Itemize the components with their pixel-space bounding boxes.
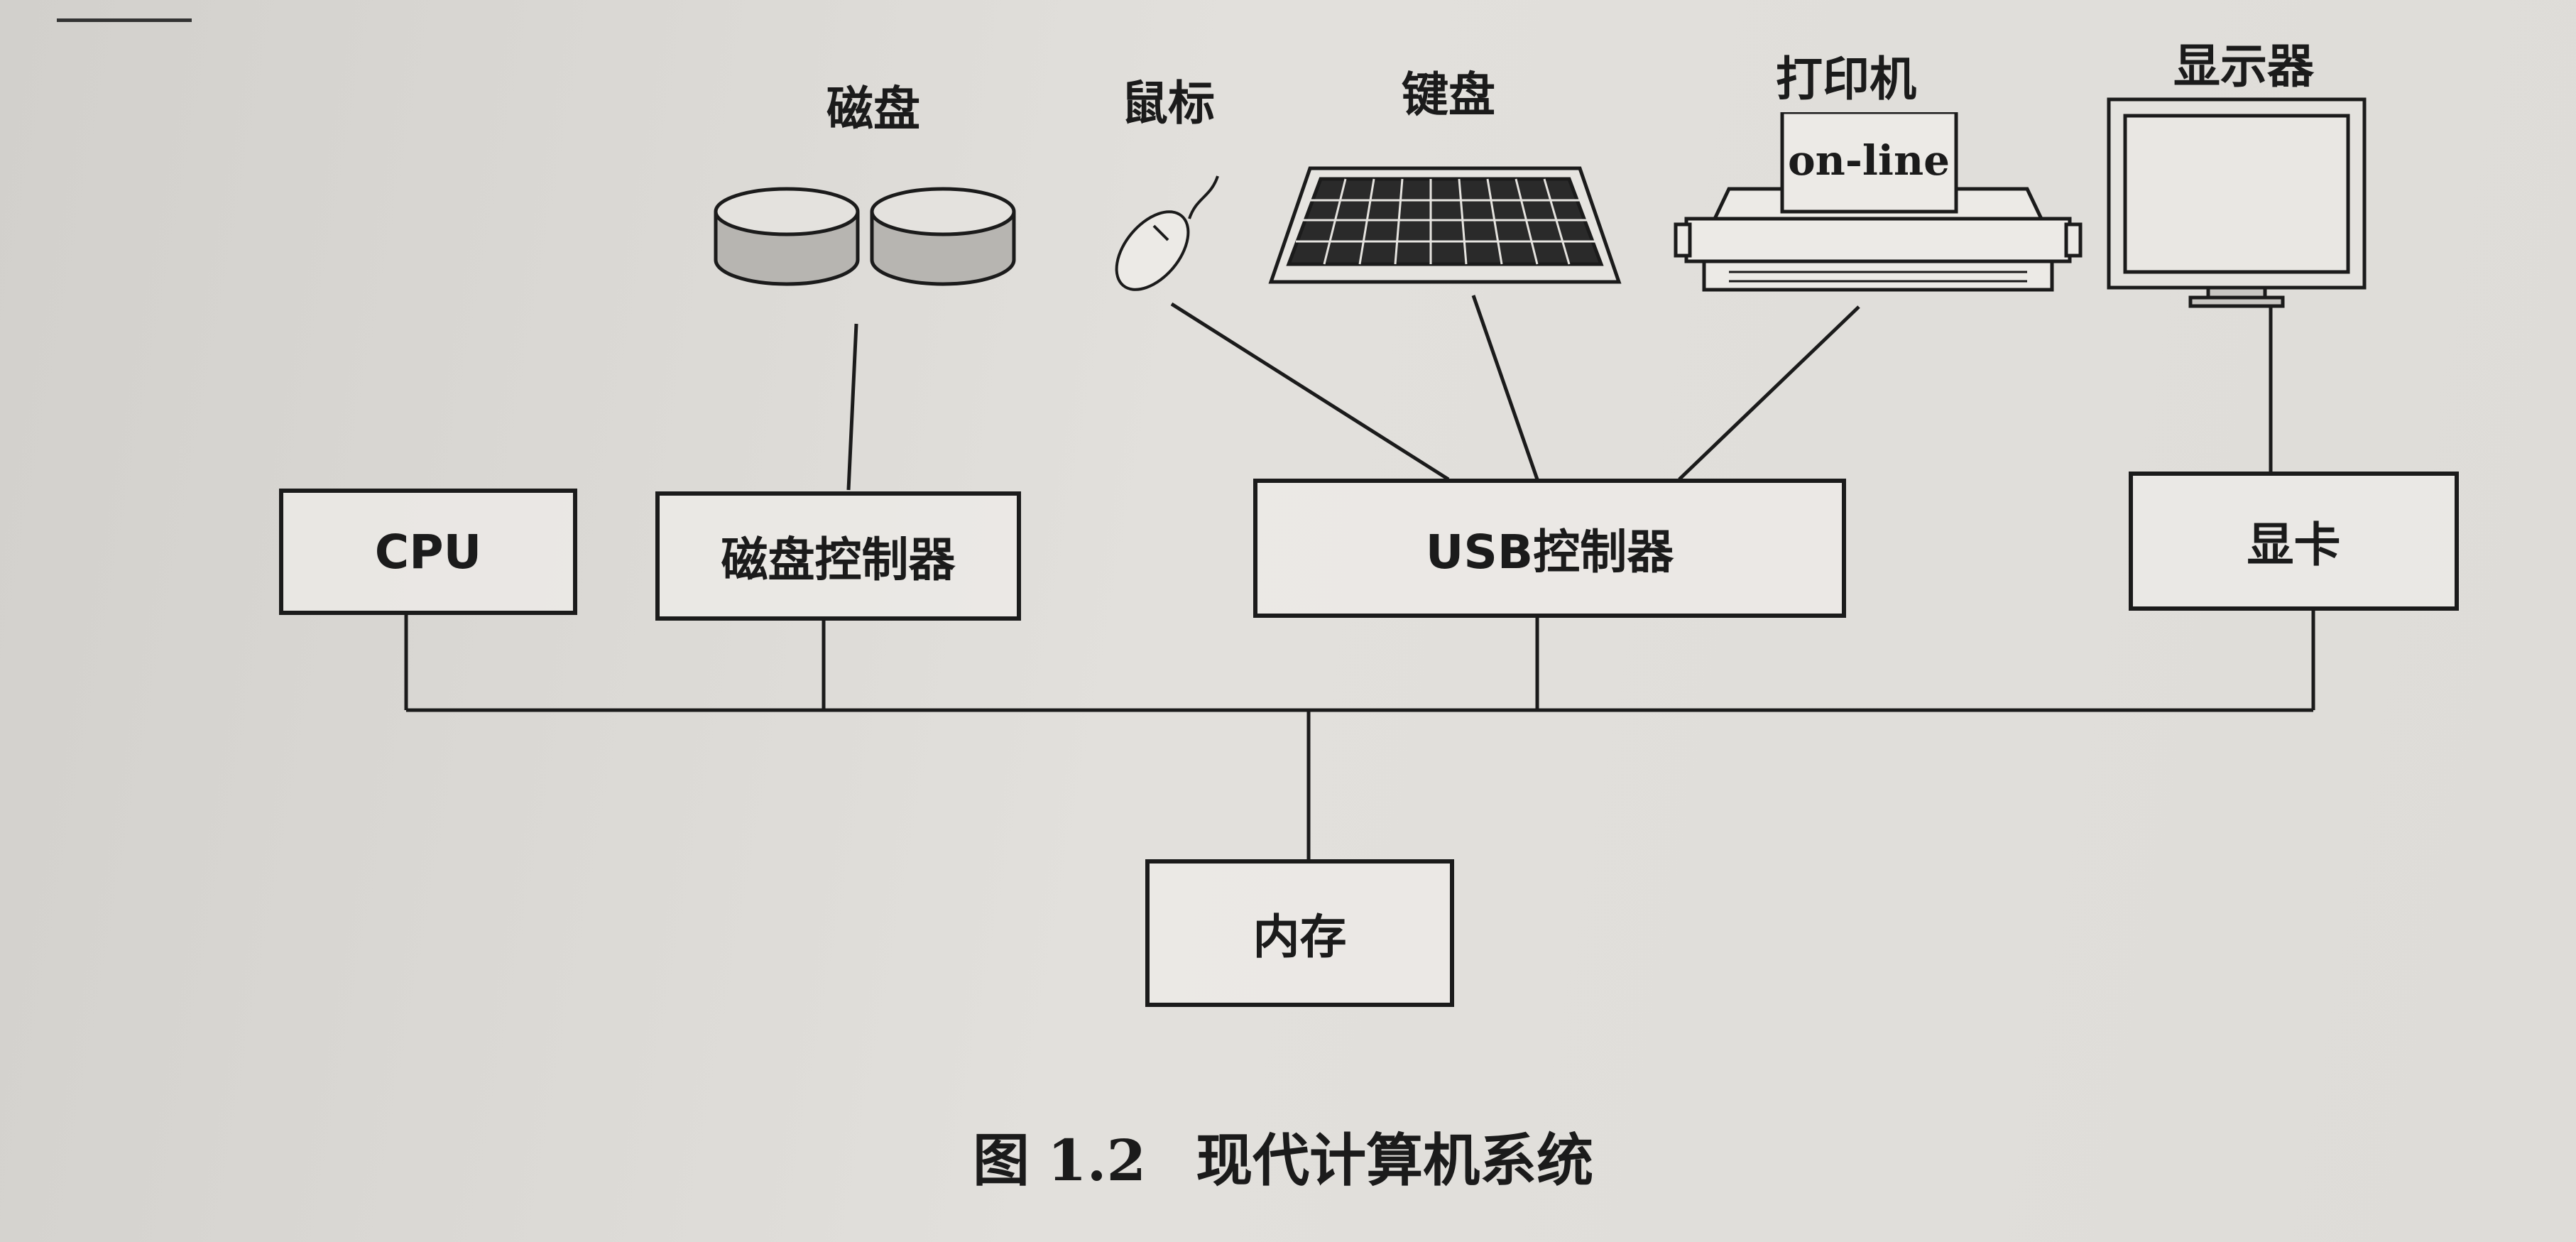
caption-title: 现代计算机系统 (1196, 1128, 1594, 1194)
caption-prefix: 图 (973, 1128, 1030, 1194)
disk-link (846, 323, 858, 491)
keyboard-icon (1268, 166, 1622, 284)
mouse-link (1170, 302, 1450, 481)
monitor-icon (2107, 97, 2367, 308)
disk-controller-box: 磁盘控制器 (655, 491, 1021, 621)
printer-status-text: on-line (1787, 136, 1950, 185)
graphics-card-label: 显卡 (2247, 518, 2341, 572)
disk-icon (714, 187, 1016, 286)
cpu-label: CPU (374, 524, 482, 579)
keyboard-label: 键盘 (1402, 67, 1495, 122)
printer-label: 打印机 (1776, 52, 1916, 107)
mouse-icon (1115, 175, 1219, 291)
mouse-label: 鼠标 (1121, 76, 1215, 131)
figure-caption: 图 1.2 现代计算机系统 (973, 1115, 1593, 1197)
cpu-box: CPU (279, 489, 577, 615)
disk-controller-label: 磁盘控制器 (721, 533, 956, 587)
monitor-label: 显示器 (2173, 39, 2314, 94)
disk-label: 磁盘 (826, 82, 920, 136)
top-rule (57, 18, 192, 22)
caption-number: 1.2 (1047, 1127, 1147, 1194)
graphics-card-box: 显卡 (2129, 472, 2459, 611)
memory-label: 内存 (1252, 910, 1347, 964)
usb-controller-label: USB控制器 (1425, 525, 1674, 579)
usb-controller-box: USB控制器 (1253, 479, 1846, 618)
keyboard-link (1471, 295, 1539, 480)
printer-link (1678, 305, 1860, 481)
memory-box: 内存 (1145, 859, 1454, 1007)
printer-icon (1674, 112, 2083, 292)
